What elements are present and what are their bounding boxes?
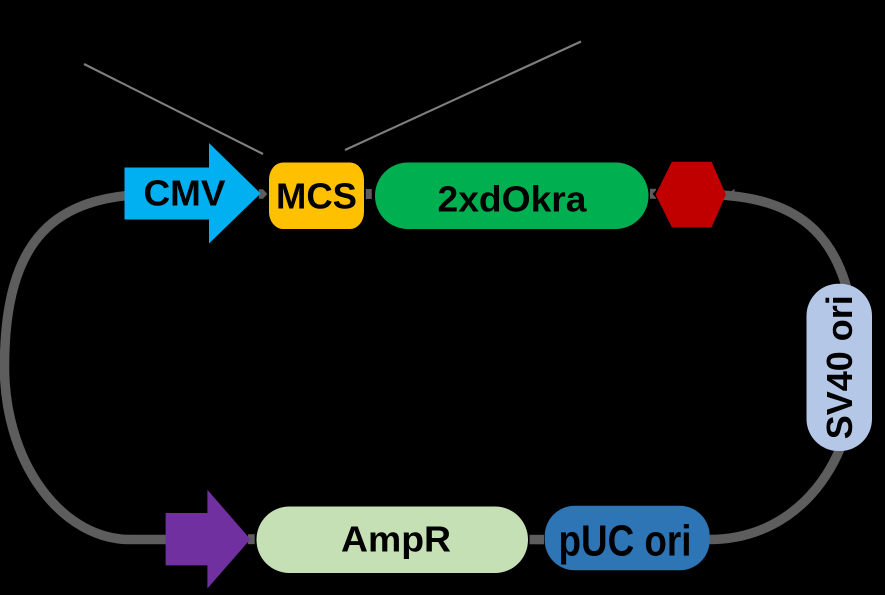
svg-text:pUC ori: pUC ori <box>559 518 692 566</box>
svg-text:2xdOkra: 2xdOkra <box>438 179 588 220</box>
svg-text:CMV: CMV <box>144 173 226 214</box>
svg-text:SV40 ori: SV40 ori <box>819 295 860 439</box>
svg-text:AmpR: AmpR <box>341 519 451 560</box>
svg-text:MCS: MCS <box>276 176 357 217</box>
